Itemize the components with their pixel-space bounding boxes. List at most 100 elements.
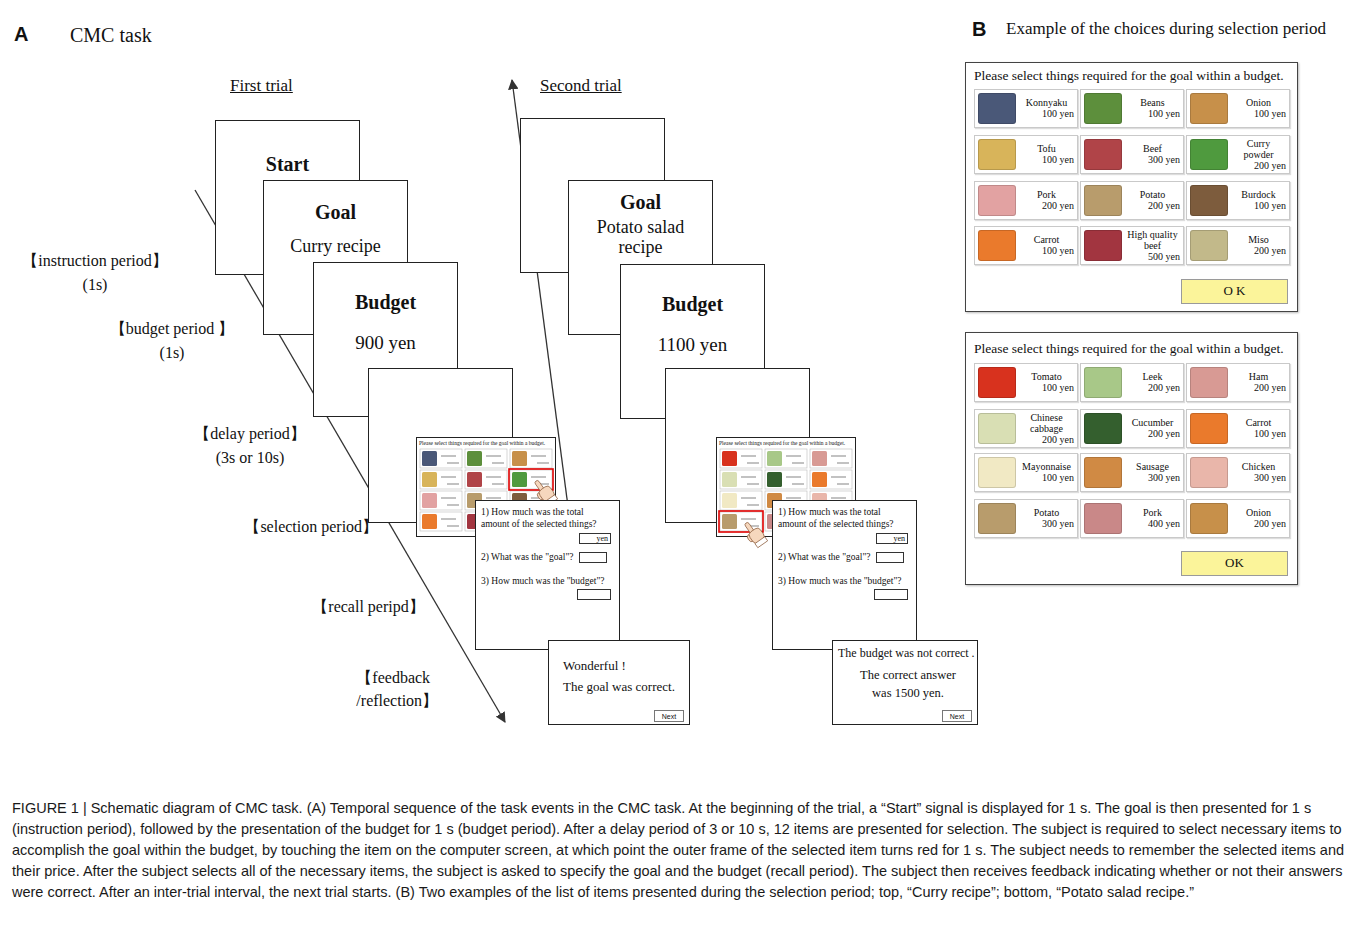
screen-heading: Goal <box>569 191 712 214</box>
item-name: Beans <box>1125 97 1180 108</box>
period-label: 【budget period 】 <box>110 320 234 338</box>
item-photo <box>978 503 1016 534</box>
answer-field <box>874 589 908 600</box>
period-duration: (1s) <box>160 344 185 362</box>
item-photo <box>1190 230 1228 261</box>
trial-heading: Second trial <box>540 76 622 96</box>
item-price: 100 yen <box>1019 245 1074 257</box>
panel-title: Example of the choices during selection … <box>1006 19 1326 39</box>
item-card: Burdock100 yen <box>1186 181 1290 220</box>
period-duration-holder: (1s) <box>160 344 185 362</box>
item-photo <box>978 185 1016 216</box>
screen-heading: Please select things required for the go… <box>717 440 855 446</box>
item-card: Pork400 yen <box>1080 499 1184 538</box>
screen-heading: Start <box>216 153 359 176</box>
recall-question: 3) How much was the "budget"? <box>476 576 619 587</box>
button-label: Next <box>655 713 683 720</box>
item-price: 100 yen <box>1019 108 1074 120</box>
period-duration-holder: (3s or 10s) <box>216 449 284 467</box>
screen-heading: Budget <box>621 293 764 316</box>
feedback-screen: The budget was not correct . The correct … <box>832 640 978 725</box>
item-name: Chinese cabbage <box>1019 412 1074 434</box>
item-name: Beef <box>1125 143 1180 154</box>
item-photo <box>978 139 1016 170</box>
item-price: 200 yen <box>1125 428 1180 440</box>
item-card: Cucumber200 yen <box>1080 409 1184 448</box>
pointing-hand <box>740 518 768 549</box>
feedback-message: The goal was correct. <box>549 680 689 695</box>
caption-holder: FIGURE 1 | Schematic diagram of CMC task… <box>12 798 1346 903</box>
item-name: High quality beef <box>1125 229 1180 251</box>
thumbnail-item <box>720 491 762 510</box>
item-photo <box>1084 139 1122 170</box>
recall-question: 1) How much was the total amount of the … <box>773 506 916 531</box>
item-photo <box>978 457 1016 488</box>
period-duration: (3s or 10s) <box>216 449 284 467</box>
screen-heading: Please select things required for the go… <box>966 341 1297 357</box>
screen-heading: Please select things required for the go… <box>966 68 1297 84</box>
item-photo <box>1190 503 1228 534</box>
item-name: Pork <box>1019 189 1074 200</box>
item-photo <box>1084 185 1122 216</box>
ok-button: O K <box>1181 279 1288 304</box>
item-name: Chicken <box>1231 461 1286 472</box>
item-name: Potato <box>1019 507 1074 518</box>
answer-field <box>577 589 611 600</box>
item-price: 200 yen <box>1231 518 1286 530</box>
item-name: Tomato <box>1019 371 1074 382</box>
period-label-holder: 【recall peripd】 <box>312 598 424 616</box>
item-card: Onion100 yen <box>1186 89 1290 128</box>
item-card: Tomato100 yen <box>974 363 1078 402</box>
period-label-holder: 【budget period 】 <box>110 320 234 338</box>
next-button: Next <box>654 710 684 722</box>
period-label-holder: 【delay period】 <box>194 425 306 443</box>
period-label: 【selection period】 <box>244 518 378 536</box>
thumbnail-item <box>810 470 852 489</box>
recall-question: 2) What was the "goal"? <box>476 552 619 563</box>
ok-button: OK <box>1181 551 1288 576</box>
item-card: Miso200 yen <box>1186 226 1290 265</box>
recall-screen: 1) How much was the total amount of the … <box>475 500 620 650</box>
item-card: High quality beef500 yen <box>1080 226 1184 265</box>
item-price: 100 yen <box>1019 154 1074 166</box>
screen-heading: Goal <box>264 201 407 224</box>
item-photo <box>1190 185 1228 216</box>
feedback-message: The budget was not correct . <box>833 647 977 661</box>
item-name: Sausage <box>1125 461 1180 472</box>
item-price: 200 yen <box>1125 382 1180 394</box>
item-price: 300 yen <box>1125 472 1180 484</box>
thumbnail-item <box>720 470 762 489</box>
next-button: Next <box>942 710 972 722</box>
period-label-holder: 【instruction period】 <box>22 252 167 270</box>
panel-title: CMC task <box>70 24 152 47</box>
item-price: 200 yen <box>1019 434 1074 446</box>
item-photo <box>1084 93 1122 124</box>
trial-heading: First trial <box>230 76 293 96</box>
thumbnail-item <box>765 470 807 489</box>
item-name: Ham <box>1231 371 1286 382</box>
item-card: Tofu100 yen <box>974 135 1078 174</box>
panel-title-holder: CMC task <box>70 24 152 47</box>
thumbnail-item <box>465 449 507 468</box>
period-label: 【feedback /reflection】 <box>356 666 464 712</box>
panel-letter: A <box>14 23 28 46</box>
period-label: 【instruction period】 <box>22 252 167 270</box>
selection-list-panel: Please select things required for the go… <box>965 332 1298 585</box>
recall-question: 3) How much was the "budget"? <box>773 576 916 587</box>
thumbnail-item <box>465 470 507 489</box>
item-photo <box>1190 367 1228 398</box>
item-price: 100 yen <box>1231 108 1286 120</box>
item-price: 200 yen <box>1125 200 1180 212</box>
item-price: 200 yen <box>1231 160 1286 172</box>
item-card: Pork200 yen <box>974 181 1078 220</box>
screen-heading: Budget <box>314 291 457 314</box>
budget-value: 900 yen <box>314 332 457 354</box>
item-price: 200 yen <box>1231 245 1286 257</box>
thumbnail-item <box>420 470 462 489</box>
item-card: Curry powder200 yen <box>1186 135 1290 174</box>
item-card: Ham200 yen <box>1186 363 1290 402</box>
feedback-message: The correct answer was 1500 yen. <box>853 666 963 702</box>
item-photo <box>978 413 1016 444</box>
button-label: O K <box>1186 284 1283 298</box>
